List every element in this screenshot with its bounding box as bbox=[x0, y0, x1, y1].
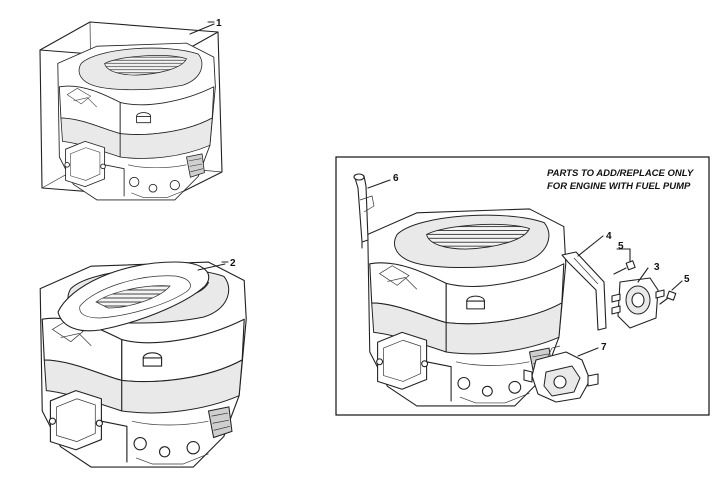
dipstick-tube bbox=[353, 173, 375, 249]
engine-with-cover bbox=[39, 261, 247, 468]
carburetor bbox=[523, 345, 599, 403]
callout-5-right: 5 bbox=[684, 274, 690, 285]
callout-2: 2 bbox=[230, 258, 236, 269]
callout-1: 1 bbox=[216, 18, 222, 29]
callout-7: 7 bbox=[601, 342, 607, 353]
detail-frame bbox=[335, 156, 710, 416]
engine-box-assembly bbox=[39, 21, 223, 201]
callout-5-upper: 5 bbox=[618, 241, 624, 252]
screw-upper bbox=[613, 260, 636, 275]
callout-6: 6 bbox=[393, 173, 399, 184]
fuel-pump-bracket bbox=[561, 251, 607, 331]
fuel-pump bbox=[611, 277, 665, 329]
leader-lines bbox=[189, 21, 683, 357]
notice-line-1: PARTS TO ADD/REPLACE ONLY bbox=[547, 168, 695, 179]
notice-line-2: FOR ENGINE WITH FUEL PUMP bbox=[547, 181, 691, 192]
callout-3: 3 bbox=[654, 262, 660, 273]
screw-right bbox=[659, 290, 677, 305]
callout-4: 4 bbox=[606, 231, 612, 242]
